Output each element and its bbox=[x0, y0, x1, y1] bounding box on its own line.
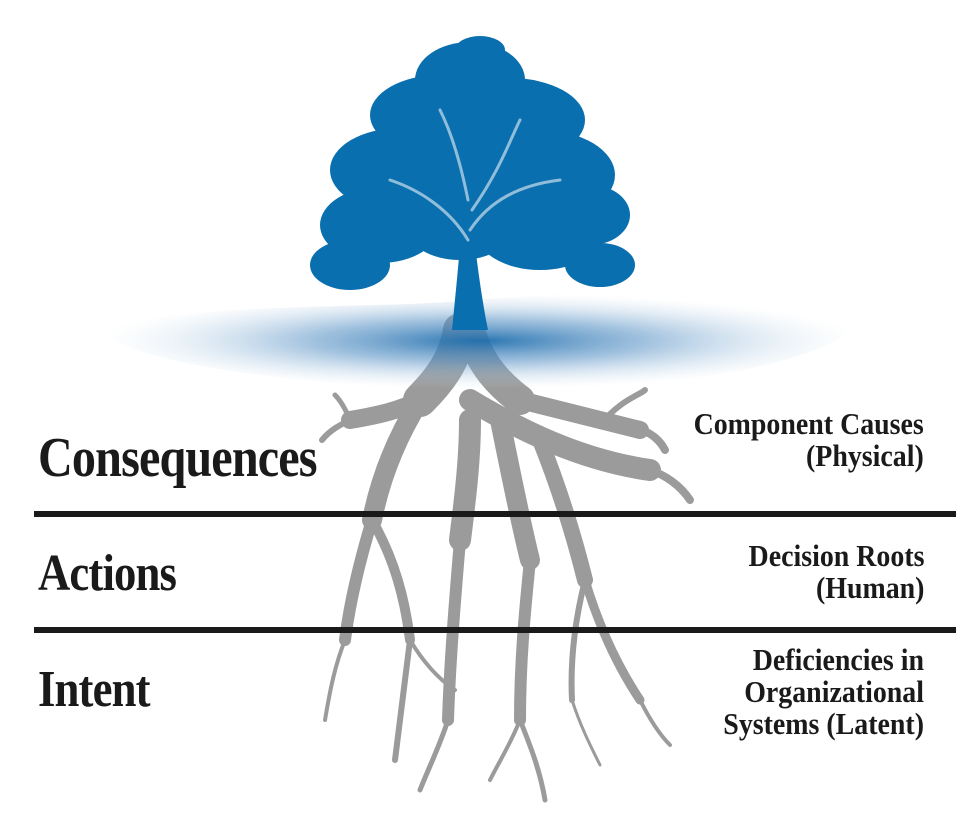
left-label-actions: Actions bbox=[38, 545, 177, 602]
tree-branches bbox=[388, 108, 562, 242]
right-label-line: Organizational bbox=[744, 674, 924, 709]
right-label-line: (Human) bbox=[815, 570, 924, 605]
right-label-line: Decision Roots bbox=[748, 538, 924, 573]
right-label-decision-roots: Decision Roots (Human) bbox=[748, 540, 924, 604]
ground-plane bbox=[100, 292, 860, 389]
left-label-intent: Intent bbox=[38, 661, 150, 718]
right-label-component-causes: Component Causes (Physical) bbox=[694, 408, 924, 472]
left-label-consequences: Consequences bbox=[38, 427, 318, 489]
divider-line-2 bbox=[34, 627, 956, 633]
right-label-line: Component Causes bbox=[693, 406, 924, 441]
right-label-line: (Physical) bbox=[806, 438, 924, 473]
right-label-line: Systems (Latent) bbox=[723, 706, 924, 741]
tree bbox=[310, 36, 635, 330]
roots bbox=[319, 313, 694, 803]
right-label-deficiencies: Deficiencies in Organizational Systems (… bbox=[723, 644, 924, 740]
divider-line-1 bbox=[34, 511, 956, 517]
right-label-line: Deficiencies in bbox=[752, 642, 924, 677]
